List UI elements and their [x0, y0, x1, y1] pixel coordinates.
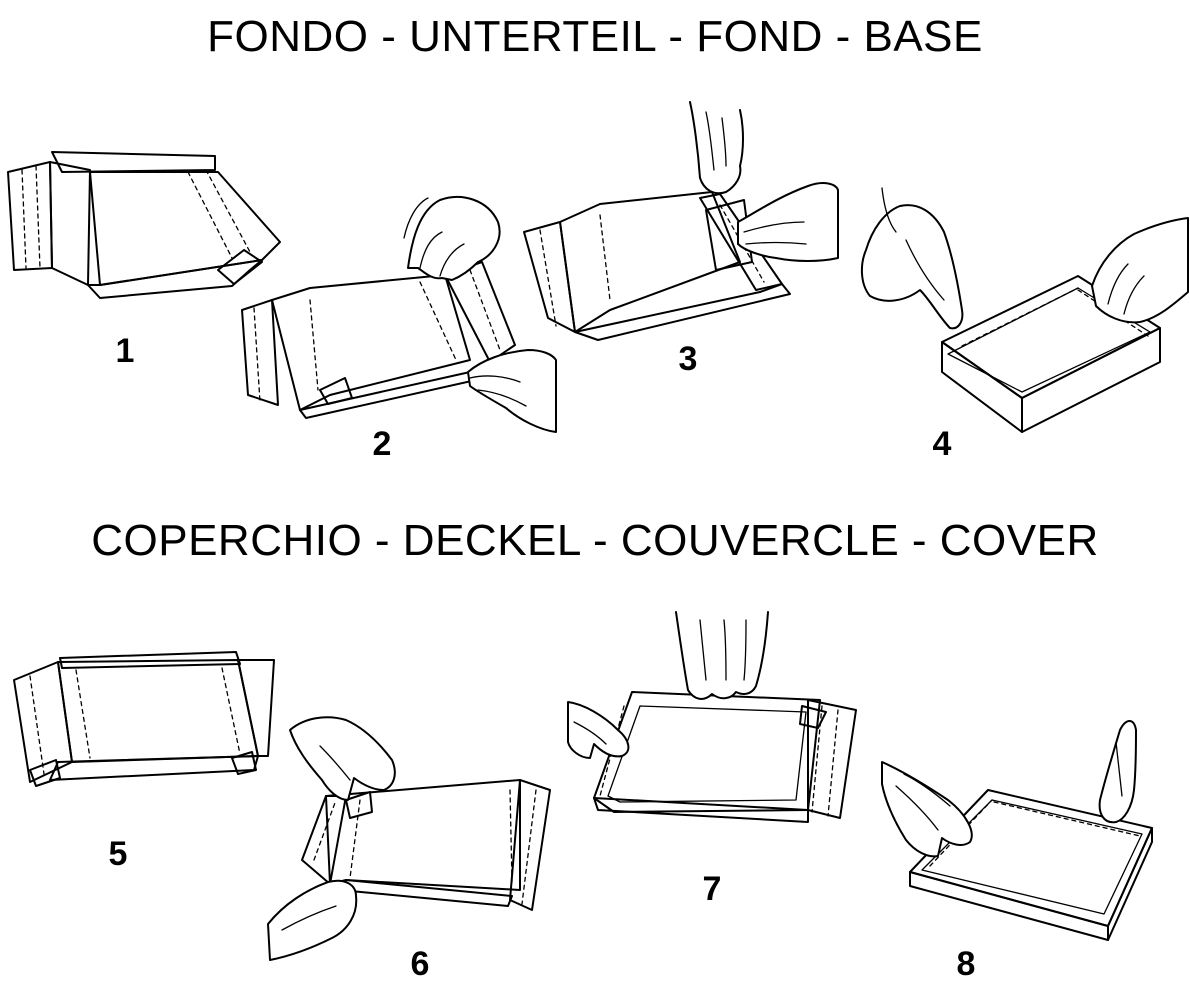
step-number-7: 7 [702, 870, 722, 908]
step-number-3: 3 [678, 340, 698, 378]
step-4-assembled-base-illustration [860, 187, 1189, 433]
heading-cover: COPERCHIO - DECKEL - COUVERCLE - COVER [91, 516, 1099, 565]
step-8-assembled-cover-illustration [881, 720, 1153, 941]
step-5-cover-blank-illustration [13, 651, 275, 787]
step-number-2: 2 [372, 425, 392, 463]
step-number-5: 5 [108, 835, 128, 873]
step-number-4: 4 [932, 425, 952, 463]
step-7-cover-folding-illustration [567, 611, 857, 823]
step-number-6: 6 [410, 945, 430, 983]
step-6-cover-folding-illustration [267, 716, 551, 961]
heading-base: FONDO - UNTERTEIL - FOND - BASE [207, 12, 983, 61]
step-2-folding-illustration [241, 196, 557, 433]
step-3-folding-illustration [523, 101, 839, 341]
step-1-box-blank-illustration [7, 151, 281, 299]
step-number-1: 1 [115, 332, 135, 370]
step-number-8: 8 [956, 945, 976, 983]
